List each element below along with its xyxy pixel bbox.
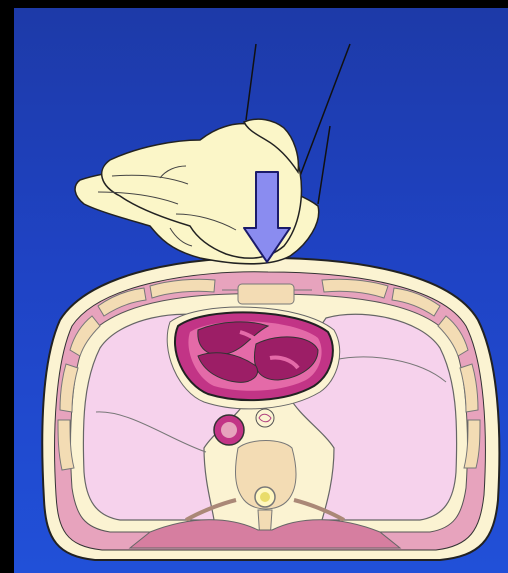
thorax-cross-section xyxy=(42,258,499,560)
hands-icon xyxy=(75,44,350,264)
sternum xyxy=(238,284,294,304)
esophagus xyxy=(256,409,274,427)
